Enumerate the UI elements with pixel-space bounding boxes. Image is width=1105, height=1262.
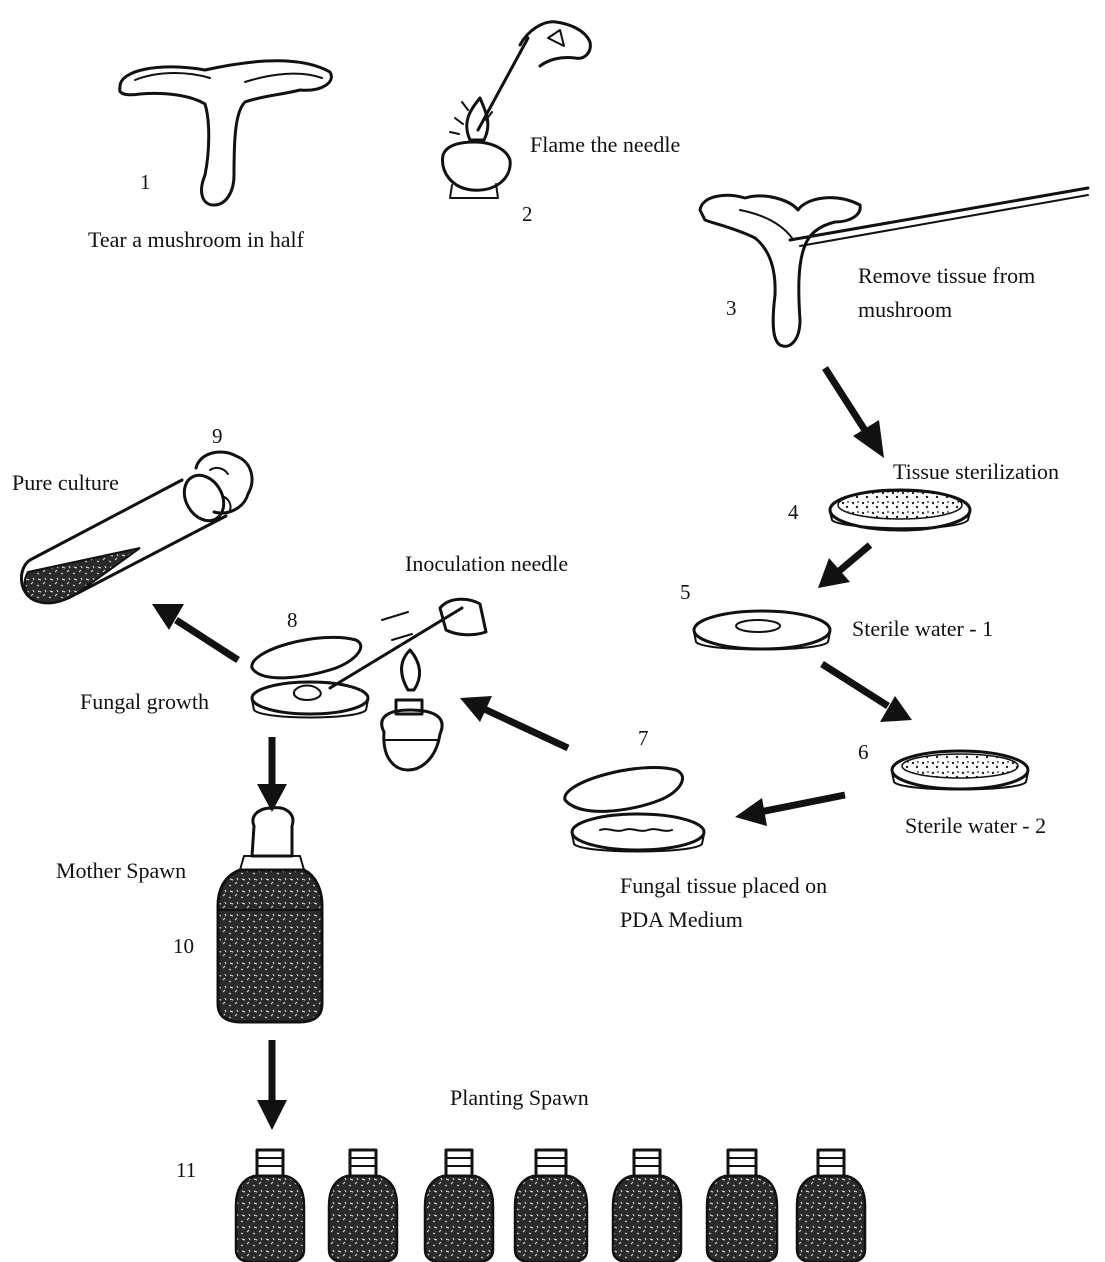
step-number-1: 1: [140, 172, 151, 193]
planting-spawn-bottle-icon: [613, 1150, 681, 1262]
mother-spawn-bottle-icon: [218, 808, 322, 1022]
arrow-6-to-7: [735, 795, 845, 826]
arrow-10-to-11: [257, 1040, 287, 1130]
step-number-5: 5: [680, 582, 691, 603]
step-number-7: 7: [638, 728, 649, 749]
arrow-3-to-4: [825, 368, 884, 458]
label-remove-tissue-line1: Remove tissue from: [858, 262, 1035, 290]
step-number-6: 6: [858, 742, 869, 763]
sterile-water-dish-2-icon: [892, 751, 1028, 790]
arrow-8-to-10: [257, 737, 287, 812]
pda-medium-dish-icon: [565, 767, 704, 851]
sterilization-dish-icon: [830, 490, 970, 530]
planting-spawn-bottle-icon: [236, 1150, 304, 1262]
arrow-8-to-9: [152, 604, 238, 660]
label-fungal-growth: Fungal growth: [80, 688, 209, 716]
label-pure-culture: Pure culture: [12, 469, 119, 497]
fungal-growth-dish-icon: [252, 637, 368, 717]
step-number-10: 10: [173, 936, 194, 957]
mushroom-half-icon: [120, 61, 332, 205]
planting-spawn-bottles: [236, 1150, 865, 1262]
label-fungal-tissue-line1: Fungal tissue placed on: [620, 872, 827, 900]
step-number-2: 2: [522, 204, 533, 225]
planting-spawn-bottle-icon: [425, 1150, 493, 1262]
planting-spawn-bottle-icon: [329, 1150, 397, 1262]
arrow-5-to-6: [822, 664, 912, 722]
planting-spawn-bottle-icon: [515, 1150, 587, 1262]
step-number-3: 3: [726, 298, 737, 319]
spirit-lamp-icon: [382, 650, 442, 770]
label-sterile-water-2: Sterile water - 2: [905, 812, 1046, 840]
step-number-4: 4: [788, 502, 799, 523]
label-flame-needle: Flame the needle: [530, 131, 680, 159]
planting-spawn-bottle-icon: [707, 1150, 777, 1262]
arrow-4-to-5: [818, 545, 870, 588]
label-tear-mushroom: Tear a mushroom in half: [88, 226, 304, 254]
step-number-9: 9: [212, 426, 223, 447]
sterile-water-dish-1-icon: [694, 611, 830, 650]
label-fungal-tissue-line2: PDA Medium: [620, 906, 743, 934]
label-remove-tissue-line2: mushroom: [858, 296, 952, 324]
label-planting-spawn: Planting Spawn: [450, 1084, 589, 1112]
label-mother-spawn: Mother Spawn: [56, 857, 186, 885]
step-number-8: 8: [287, 610, 298, 631]
inoculation-needle-icon: [330, 599, 486, 688]
label-inoculation-needle: Inoculation needle: [405, 550, 568, 578]
planting-spawn-bottle-icon: [797, 1150, 865, 1262]
label-sterile-water-1: Sterile water - 1: [852, 615, 993, 643]
label-tissue-sterilization: Tissue sterilization: [893, 458, 1059, 486]
arrow-7-to-8: [460, 696, 568, 748]
step-number-11: 11: [176, 1160, 196, 1181]
lamp-flame-needle-icon: [443, 22, 591, 198]
